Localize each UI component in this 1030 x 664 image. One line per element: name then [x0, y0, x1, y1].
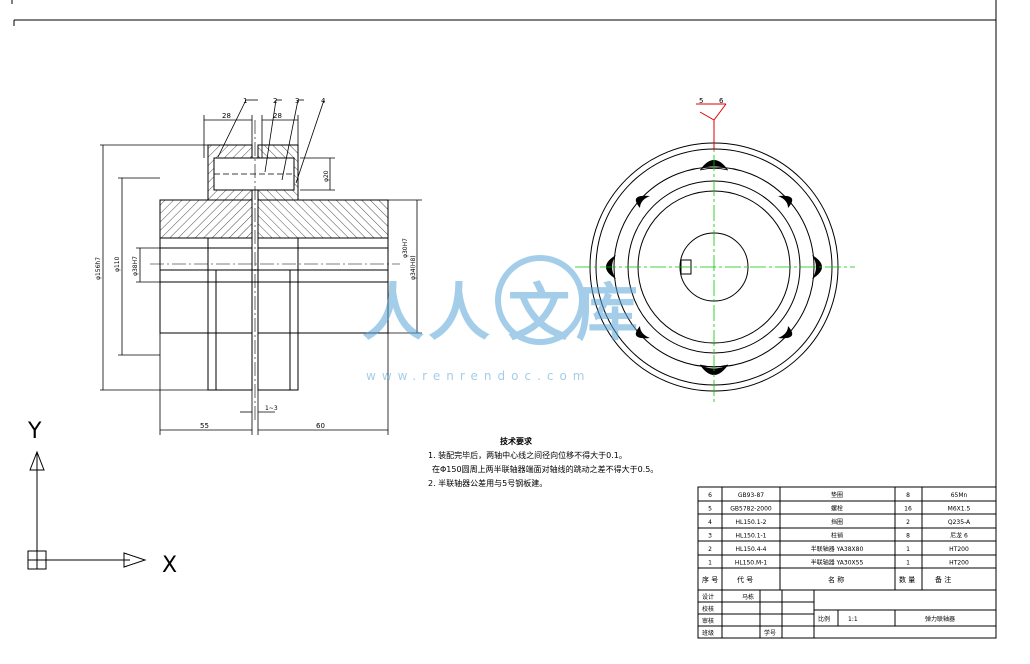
ucs-x-label: X: [162, 553, 177, 578]
tb-drawing-name: 弹力联轴器: [925, 615, 955, 623]
bom-cell-qty: 8: [906, 533, 910, 540]
bom-cell-code: GB5782-2000: [730, 506, 772, 513]
tech-req-line2: 在Φ150圆周上两半联轴器端面对轴线的跳动之差不得大于0.5。: [432, 464, 658, 474]
ucs-y-label: Y: [27, 419, 42, 444]
dim-gap: 1~3: [265, 405, 278, 412]
bom-cell-name: 柱销: [831, 532, 843, 540]
dim-phi-right: φ34(H8): [410, 255, 417, 280]
balloon-1: 1: [243, 97, 247, 105]
title-block: 设计 马栋 校核 审核 班级 学号 比例 1:1 弹力联轴器: [702, 593, 955, 637]
dim-top-w1: 28: [222, 112, 231, 120]
ucs-icon: [27, 450, 147, 570]
bom-cell-qty: 8: [906, 492, 910, 499]
tb-check-label: 校核: [702, 605, 714, 613]
bom-cell-no: 5: [708, 506, 712, 513]
watermark-char-3: 文: [508, 276, 570, 349]
dim-phi-bore-r: φ30H7: [402, 238, 409, 258]
dim-len-right: 60: [316, 422, 325, 430]
tb-review-label: 审核: [702, 617, 714, 625]
bom-cell-code: HL150.1-1: [735, 533, 766, 540]
bom-header-no: 序 号: [702, 575, 718, 584]
tech-requirements: 技术要求 1. 装配完毕后，两轴中心线之间径向位移不得大于0.1。 在Φ150圆…: [428, 436, 658, 488]
balloon-4: 4: [321, 97, 326, 105]
bom-table: [697, 486, 997, 639]
watermark-char-4: 库: [576, 276, 638, 349]
bom-cell-qty: 1: [906, 560, 910, 567]
bom-header-material: 备 注: [935, 575, 951, 584]
bom-cell-name: 挡圈: [831, 518, 843, 526]
tb-student-no-label: 学号: [764, 629, 776, 637]
tb-scale-value: 1:1: [848, 616, 858, 623]
tb-designer: 马栋: [742, 593, 754, 601]
bom-cell-material: 尼龙 6: [950, 532, 968, 540]
bom-cell-qty: 1: [906, 546, 910, 553]
dim-phi110: φ110: [114, 256, 121, 272]
section-view: 28 28 φ20 φ156h7 φ110 φ38H7 φ30H7 φ34(H8…: [95, 97, 422, 435]
bom-cell-code: GB93-87: [738, 492, 764, 499]
watermark-char-1: 人: [362, 276, 424, 349]
balloon-3: 3: [295, 97, 299, 105]
bom-cell-no: 4: [708, 519, 712, 526]
bom-cell-material: HT200: [949, 546, 969, 553]
bom-header-name: 名 称: [828, 575, 844, 584]
dim-phi20: φ20: [323, 170, 330, 182]
bom-cell-code: HL150.1-2: [735, 519, 766, 526]
tb-scale-label: 比例: [818, 615, 830, 623]
bom-cell-code: HL150.4-4: [735, 546, 766, 553]
bom-cell-no: 3: [708, 533, 712, 540]
tech-req-line1: 1. 装配完毕后，两轴中心线之间径向位移不得大于0.1。: [428, 450, 627, 460]
watermark: 人 人 文 库 www.renrendoc.com: [362, 255, 638, 383]
balloon-6: 6: [719, 97, 724, 105]
tb-design-label: 设计: [702, 593, 714, 601]
dim-phi-bore-l: φ38H7: [132, 256, 139, 276]
dim-len-left: 55: [200, 422, 209, 430]
bom-cell-material: M6X1.5: [948, 506, 971, 513]
tech-req-title: 技术要求: [500, 436, 533, 446]
tech-req-line3: 2. 半联轴器公差用与5号钢板建。: [428, 478, 547, 488]
bom-cell-qty: 2: [906, 519, 910, 526]
balloon-5: 5: [699, 97, 703, 105]
bom-header-code: 代 号: [737, 575, 753, 584]
bom-header-qty: 数 量: [899, 575, 915, 584]
bom-cell-no: 1: [708, 560, 712, 567]
bom-cell-name: 半联轴器 YA30X55: [811, 559, 864, 567]
bom-cell-material: 65Mn: [951, 492, 968, 499]
bom-cell-no: 2: [708, 546, 712, 553]
watermark-char-2: 人: [428, 276, 490, 349]
tb-class-label: 班级: [702, 629, 714, 637]
end-view: 5 6: [575, 97, 855, 405]
bom-header: 序 号 代 号 名 称 数 量 备 注: [702, 575, 951, 584]
balloon-2: 2: [273, 97, 277, 105]
bom-cell-no: 6: [708, 492, 712, 499]
bom-cell-name: 螺栓: [831, 505, 843, 513]
bom-cell-name: 半联轴器 YA38X80: [811, 545, 864, 553]
dim-phi-outer: φ156h7: [95, 257, 102, 280]
bom-cell-material: HT200: [949, 560, 969, 567]
bom-cell-qty: 16: [904, 506, 912, 513]
bom-cell-code: HL150.M-1: [735, 560, 768, 567]
bom-cell-name: 垫圈: [831, 491, 843, 499]
watermark-url: www.renrendoc.com: [366, 369, 590, 383]
dim-top-w2: 28: [273, 112, 282, 120]
bom-cell-material: Q235-A: [948, 519, 971, 526]
